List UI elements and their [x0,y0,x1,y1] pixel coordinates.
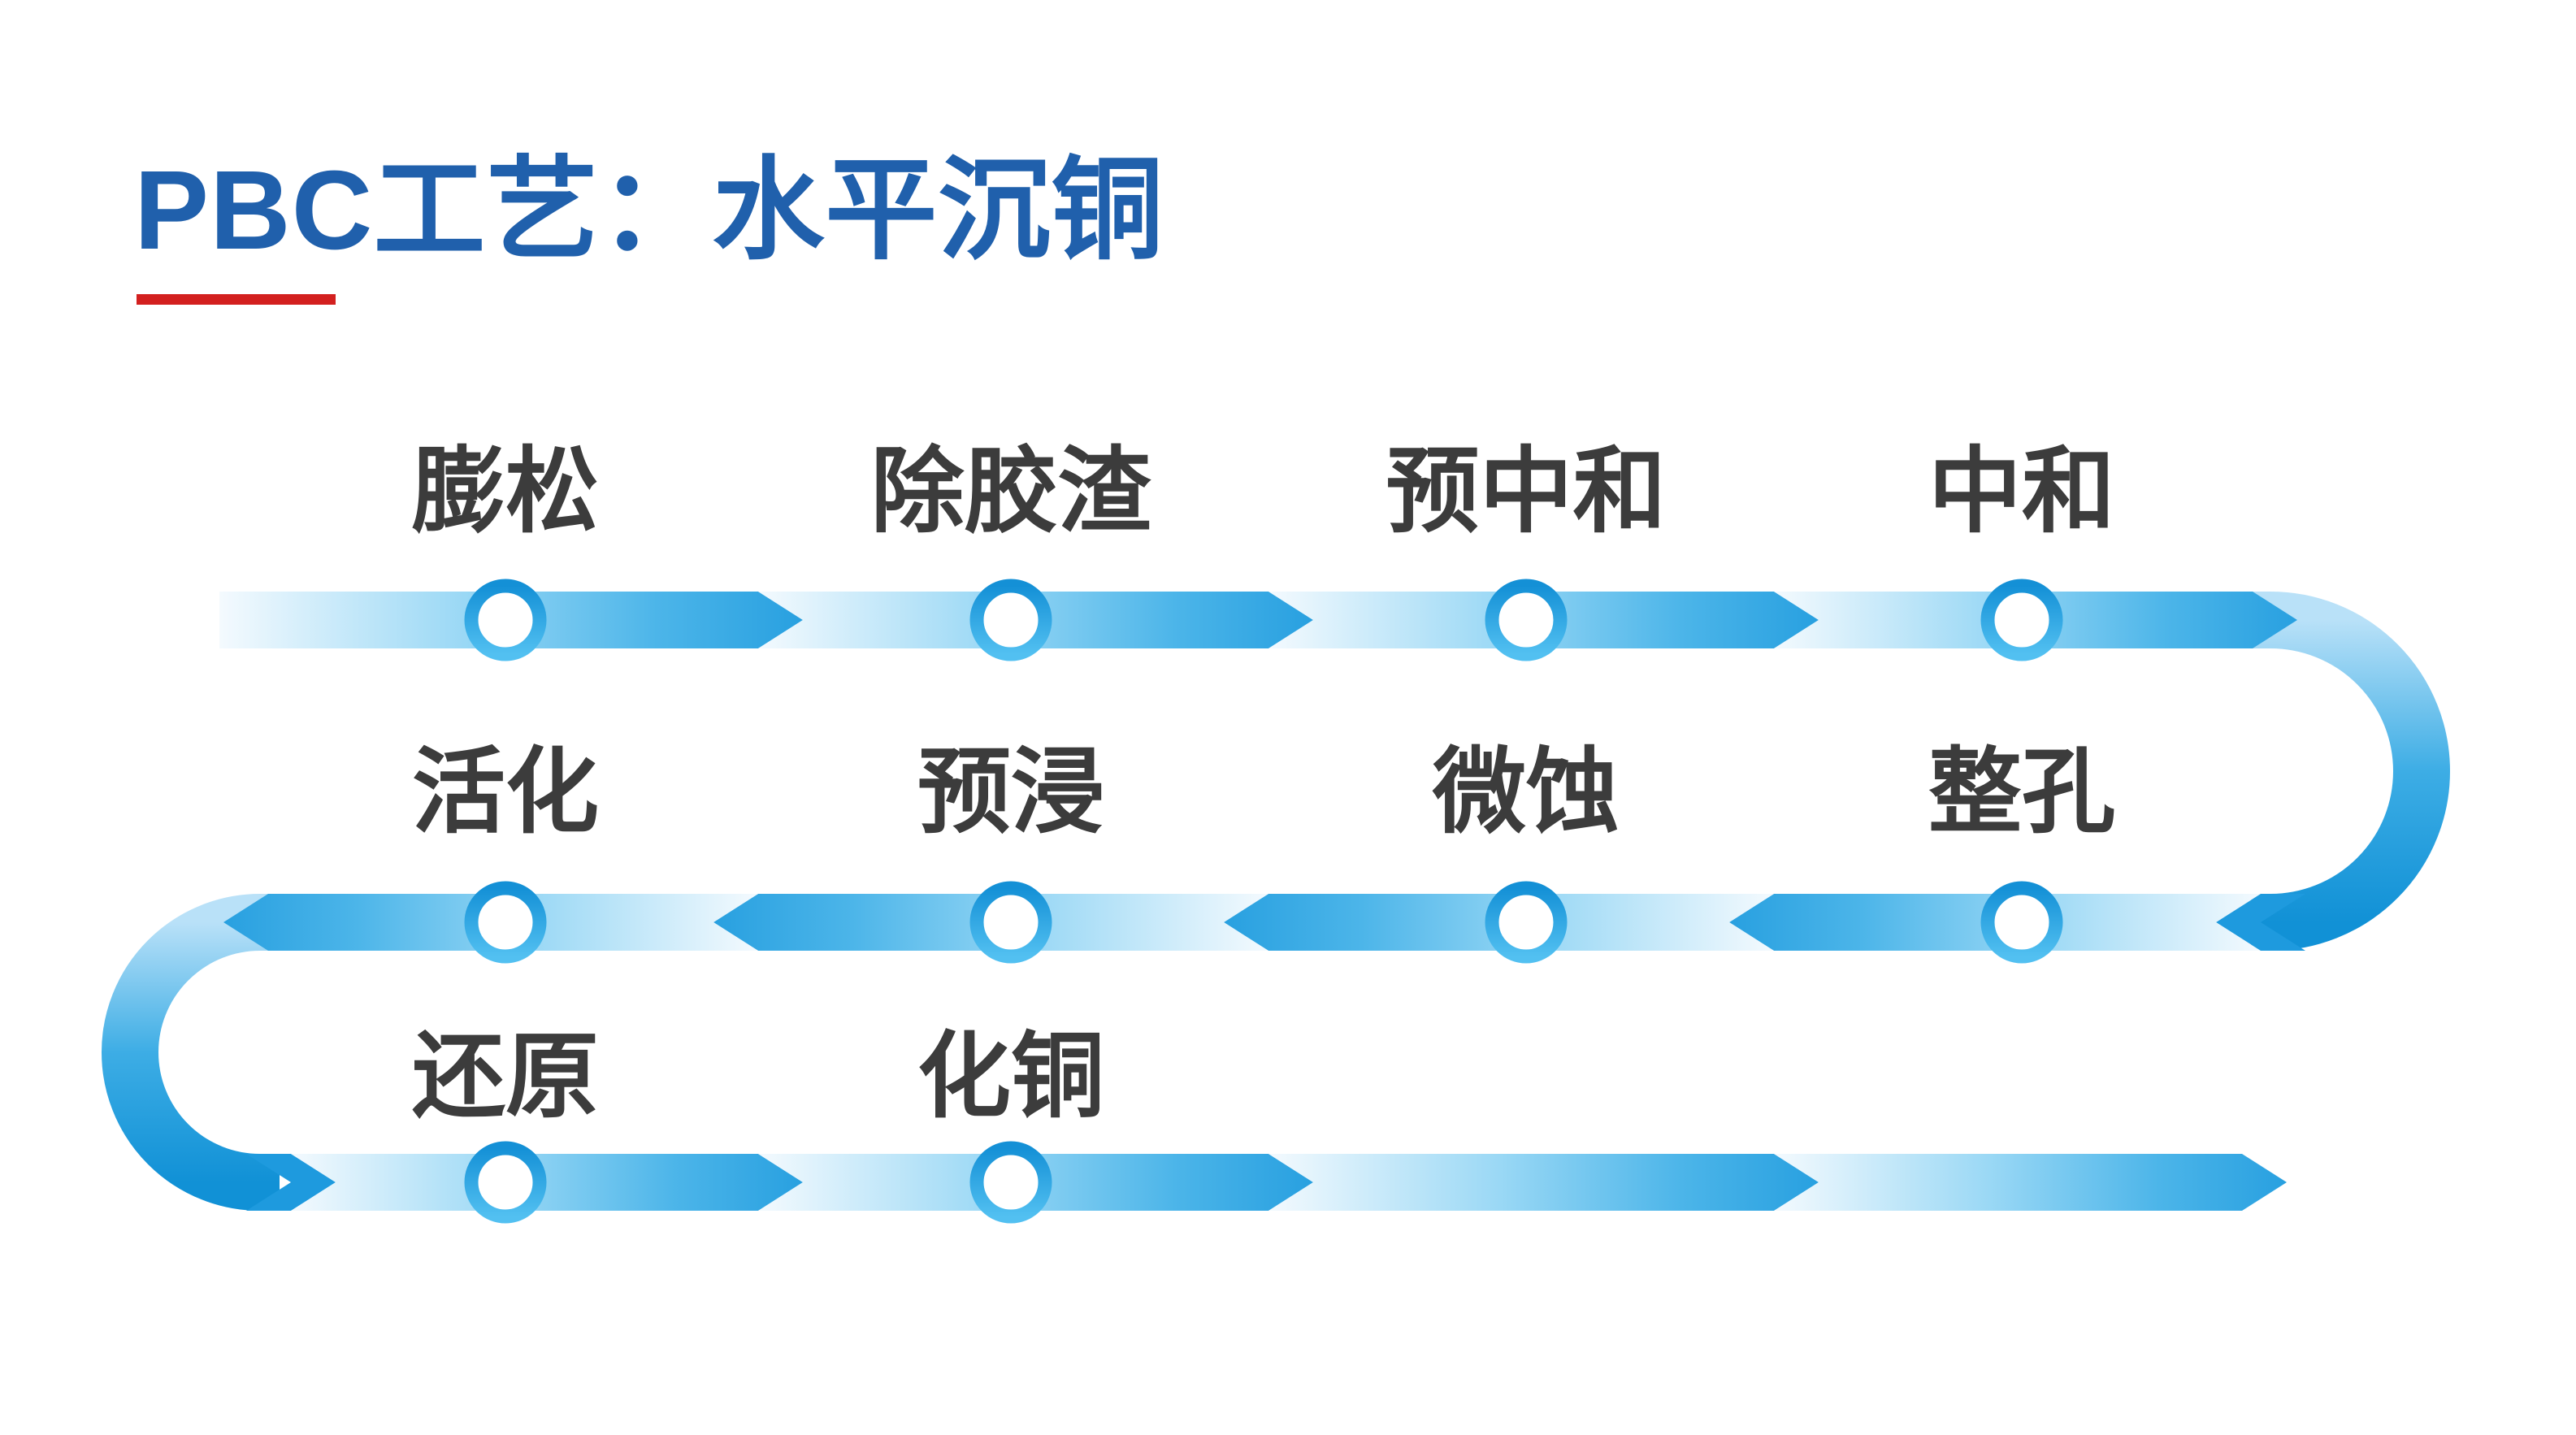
stage-label-weishi: 微蚀 [1432,740,1620,844]
process-node [1980,579,2063,661]
process-node [969,579,1052,661]
flow-band-row3-segment [1268,1154,1819,1211]
flow-band-row3-segment [291,1154,803,1211]
process-node [1980,881,2063,964]
process-node [1485,579,1568,661]
process-node [464,881,547,964]
process-node [1485,881,1568,964]
stage-label-huanyuan: 还原 [411,1025,599,1129]
stage-label-yujin: 预浸 [917,740,1104,844]
flow-band-row3-segment [1774,1154,2287,1211]
stage-label-zhonghe: 中和 [1928,440,2115,544]
stage-label-yuzhonghe: 预中和 [1386,440,1667,544]
stage-label-zhengkong: 整孔 [1928,740,2115,844]
stage-label-huohua: 活化 [411,740,599,844]
process-node [969,881,1052,964]
process-node [464,579,547,661]
flow-curve-left [102,894,280,1211]
flow-curve-right [2251,592,2450,951]
stage-label-pengsong: 膨松 [411,440,599,544]
page-title: PBC工艺：水平沉铜 [134,148,1164,273]
stage-label-chujiaozha: 除胶渣 [870,440,1151,544]
process-node [464,1141,547,1224]
title-underline [137,294,336,305]
stage-label-huatong: 化铜 [917,1025,1104,1129]
process-node [969,1141,1052,1224]
